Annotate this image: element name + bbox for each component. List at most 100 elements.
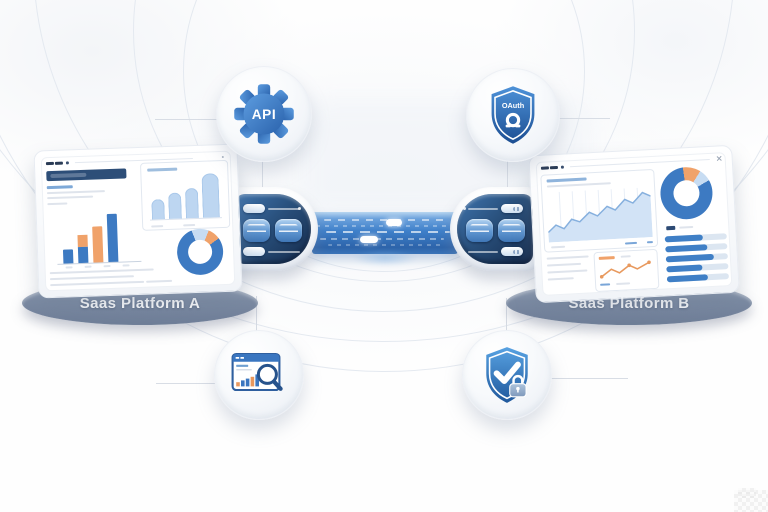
area-chart — [547, 187, 653, 243]
connector-toggle — [275, 219, 302, 242]
platform-a-tablet — [33, 143, 243, 299]
text-line — [616, 282, 631, 286]
background-arc — [0, 0, 768, 372]
pipe-glow — [352, 250, 418, 266]
waveform-icon — [279, 224, 298, 237]
connector-toggle — [466, 219, 493, 242]
link-line — [646, 241, 654, 244]
connector-toggle — [498, 219, 525, 242]
progress-fill — [665, 253, 715, 263]
text-line — [46, 185, 73, 190]
pill-stripes — [513, 206, 520, 211]
gear-icon: API — [234, 84, 294, 144]
link-line — [600, 283, 611, 286]
progress-fill — [666, 264, 703, 273]
bar — [77, 234, 89, 264]
progress-track — [664, 233, 727, 243]
text-line — [547, 262, 582, 267]
connector-wire — [468, 250, 498, 253]
arch-bar — [184, 187, 199, 219]
text-line — [546, 182, 611, 188]
card-title-line — [147, 167, 178, 172]
text-line — [47, 202, 68, 206]
data-stream-line — [326, 231, 450, 233]
app-logo — [54, 161, 63, 165]
text-line — [620, 255, 631, 258]
waveform-icon — [247, 224, 266, 237]
progress-fill — [666, 274, 708, 283]
nav-pill — [50, 172, 87, 179]
arch-chart-card — [139, 159, 231, 231]
text-line — [146, 279, 173, 283]
app-logo-dot — [65, 161, 69, 165]
connector-wire — [268, 207, 300, 210]
tick — [84, 265, 92, 268]
platform-b-screen — [535, 152, 733, 296]
progress-track — [666, 273, 730, 283]
data-stream-line — [324, 219, 446, 221]
oauth-node: OAuth — [466, 68, 560, 162]
api-label: API — [252, 107, 277, 122]
connector-panel — [457, 194, 533, 264]
dashboard-a-bar-chart-bars — [55, 210, 142, 265]
shield-keyhole-icon: OAuth — [491, 86, 535, 144]
area-chart-card — [540, 168, 659, 253]
connector-line — [156, 383, 216, 384]
link-line — [624, 241, 638, 245]
axis-label-line — [151, 225, 164, 228]
corner-artifact — [738, 488, 756, 498]
platform-a-label: Saas Platform A — [79, 294, 201, 312]
connector-line — [155, 119, 217, 120]
progress-fill — [665, 244, 708, 253]
text-line — [47, 195, 94, 200]
connector-wire — [468, 207, 498, 210]
connector-pill — [243, 204, 265, 213]
dashboard-b-donut-chart — [659, 165, 714, 221]
data-pipe — [312, 212, 458, 254]
connector-toggle — [243, 219, 270, 242]
card-title-line — [598, 256, 615, 260]
connector-pill — [501, 247, 523, 256]
connector-line — [507, 156, 508, 189]
analytics-window-magnifier-icon — [231, 352, 283, 392]
data-packet — [386, 219, 402, 226]
connector-line — [262, 158, 263, 190]
line-chart-card — [593, 248, 660, 293]
analytics-node — [214, 330, 304, 420]
bar-segment — [77, 234, 88, 248]
waveform-icon — [502, 224, 521, 237]
shield-check-lock-icon — [486, 347, 528, 403]
connector-dot — [463, 207, 466, 210]
dashboard-a-donut-chart — [176, 228, 224, 276]
text-line — [547, 269, 588, 274]
bar — [106, 213, 119, 263]
connector-dot — [298, 207, 301, 210]
bar — [92, 226, 104, 263]
legend-line — [679, 225, 694, 229]
close-icon — [716, 155, 722, 161]
trend-line-chart — [599, 260, 651, 279]
connector-line — [506, 298, 507, 332]
card-title-line — [546, 177, 587, 183]
pill-stripes — [513, 249, 520, 254]
waveform-icon — [470, 224, 489, 237]
bar — [62, 249, 74, 264]
connector-wire — [268, 250, 300, 253]
connector-line — [256, 296, 257, 332]
dashboard-a-arch-chart-bars — [148, 171, 222, 221]
dashboard-b-progress-bars — [664, 233, 730, 286]
progress-track — [665, 243, 728, 253]
tick — [103, 264, 111, 268]
legend-swatch — [666, 225, 676, 231]
connector-module-right — [450, 187, 540, 271]
progress-fill — [664, 234, 704, 243]
text-line — [547, 277, 574, 281]
text-line — [546, 255, 589, 260]
app-logo — [540, 166, 550, 170]
data-stream-line — [328, 244, 442, 246]
axis-ticks — [65, 264, 130, 269]
progress-track — [666, 263, 729, 273]
app-logo-dot — [560, 165, 565, 169]
data-stream-line — [316, 225, 454, 227]
